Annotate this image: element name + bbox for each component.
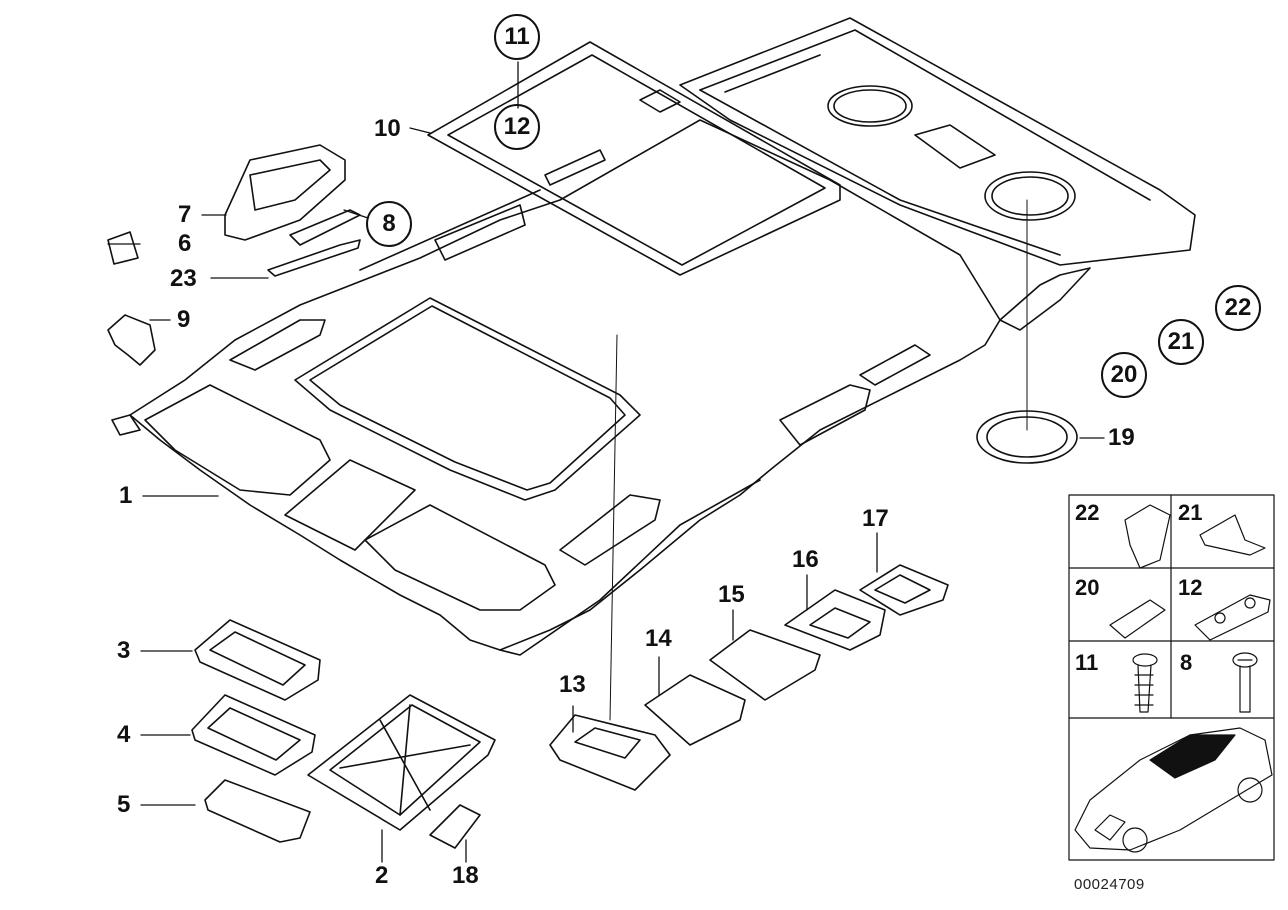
- callout-3: 3: [117, 637, 131, 664]
- callout-22: 22: [1215, 285, 1261, 331]
- callout-18: 18: [452, 862, 479, 889]
- callout-13: 13: [559, 671, 586, 698]
- callout-15: 15: [718, 581, 745, 608]
- callout-5: 5: [117, 791, 131, 818]
- document-number: 00024709: [1074, 876, 1145, 893]
- legend-label-11: 11: [1075, 650, 1099, 675]
- callout-12: 12: [494, 104, 540, 150]
- small-parts-left: [107, 144, 361, 366]
- callout-21: 21: [1158, 319, 1204, 365]
- callout-6: 6: [178, 230, 192, 257]
- callout-16: 16: [792, 546, 819, 573]
- rear-headliner: [679, 17, 1196, 331]
- legend-label-21: 21: [1178, 500, 1203, 525]
- callout-14: 14: [645, 625, 672, 652]
- callout-2: 2: [375, 862, 389, 889]
- small-parts-lower: [191, 619, 496, 849]
- callout-23: 23: [170, 265, 197, 292]
- callout-8: 8: [366, 201, 412, 247]
- callout-1: 1: [119, 482, 133, 509]
- callout-17: 17: [862, 505, 889, 532]
- leader-lines: [107, 61, 1105, 863]
- callout-20: 20: [1101, 352, 1147, 398]
- legend-label-8: 8: [1180, 650, 1193, 675]
- legend-label-22: 22: [1075, 500, 1100, 525]
- legend-label-12: 12: [1178, 575, 1203, 600]
- main-headliner: [111, 119, 1001, 656]
- lamp-trims: [549, 564, 949, 791]
- sunroof-frame: [427, 41, 841, 276]
- callout-19: 19: [1108, 424, 1135, 451]
- callout-11: 11: [494, 14, 540, 60]
- callout-7: 7: [178, 201, 192, 228]
- legend-label-20: 20: [1075, 575, 1100, 600]
- callout-9: 9: [177, 306, 191, 333]
- callout-4: 4: [117, 721, 131, 748]
- legend-grid: [1068, 494, 1275, 861]
- callout-10: 10: [374, 115, 401, 142]
